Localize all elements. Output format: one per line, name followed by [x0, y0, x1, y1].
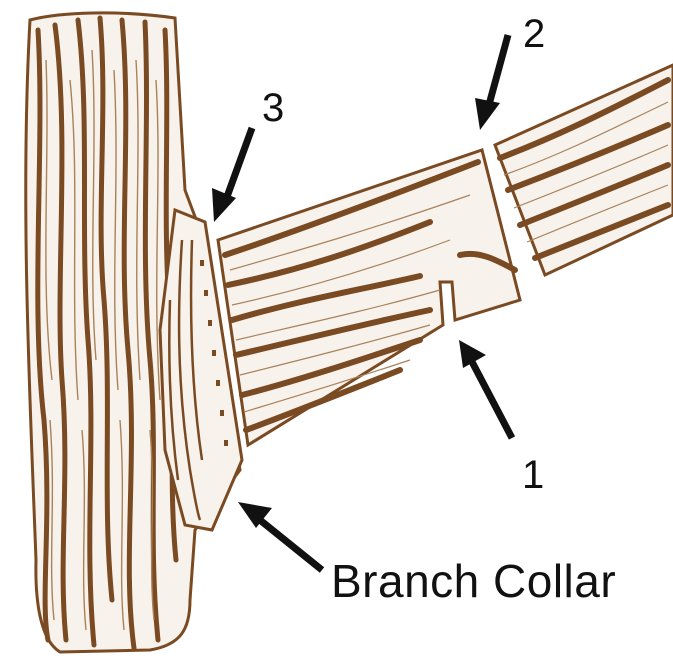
cut-1-label: 1	[522, 455, 544, 495]
arrow-branch-collar	[238, 502, 322, 570]
cut-2-label: 2	[523, 14, 545, 54]
cut-3-label: 3	[262, 88, 284, 128]
branch-collar-label: Branch Collar	[331, 558, 616, 604]
arrow-cut-2	[475, 35, 508, 130]
arrow-cut-1	[459, 340, 512, 438]
branch-piece-removed	[495, 65, 673, 275]
arrow-cut-3	[212, 128, 252, 222]
branch-stub	[218, 150, 520, 445]
